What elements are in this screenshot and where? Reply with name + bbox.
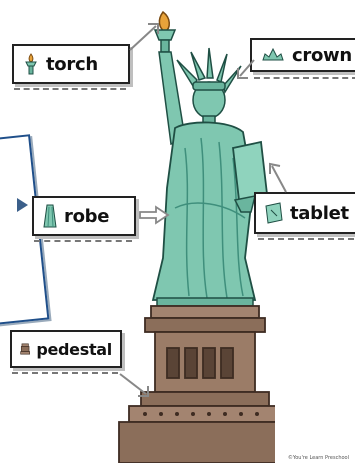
- robe-icon: [42, 203, 58, 229]
- label-torch-dashes: [14, 88, 126, 90]
- label-pedestal-dashes: [12, 372, 118, 374]
- label-pedestal: pedestal: [10, 330, 122, 368]
- robe-pointer-arrow: [138, 204, 172, 226]
- tablet-icon: [264, 202, 284, 224]
- label-robe-dashes: [34, 240, 132, 242]
- label-robe: robe: [32, 196, 136, 236]
- torch-pointer-arrow: [126, 16, 166, 56]
- label-pedestal-text: pedestal: [36, 340, 112, 359]
- tablet-pointer-arrow: [266, 160, 296, 196]
- label-robe-text: robe: [64, 206, 109, 227]
- crown-pointer-arrow: [232, 56, 258, 84]
- label-crown: crown: [250, 38, 355, 72]
- crown-icon: [260, 44, 286, 66]
- pedestal-pointer-arrow: [116, 370, 156, 400]
- label-crown-dashes: [254, 77, 355, 79]
- pedestal-icon: [20, 340, 30, 358]
- label-torch-text: torch: [46, 54, 98, 75]
- label-tablet-dashes: [258, 238, 354, 240]
- side-card-marker-icon: [16, 196, 30, 214]
- credit-text: ©You're Learn Preschool: [288, 455, 349, 461]
- label-crown-text: crown: [292, 45, 352, 66]
- label-torch: torch: [12, 44, 130, 84]
- torch-icon: [22, 53, 40, 75]
- label-tablet-text: tablet: [290, 203, 349, 224]
- label-tablet: tablet: [254, 192, 355, 234]
